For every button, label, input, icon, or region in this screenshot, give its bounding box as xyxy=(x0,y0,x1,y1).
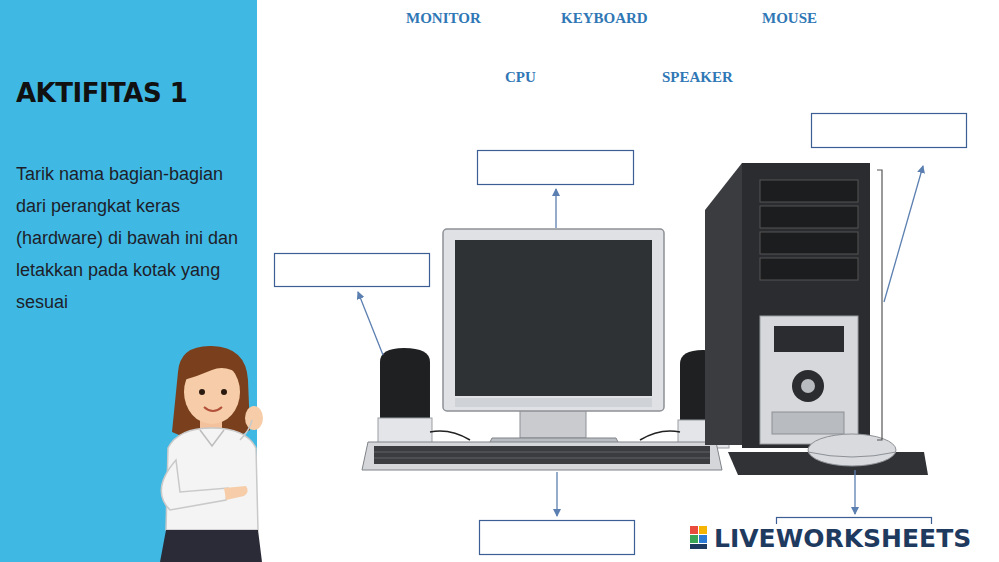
monitor xyxy=(443,229,664,450)
part-name: MOUSE xyxy=(762,10,817,27)
mouse xyxy=(728,434,928,475)
watermark-logo: LIVEWORKSHEETS xyxy=(712,524,973,553)
activity-title: AKTIFITAS 1 xyxy=(16,78,187,108)
part-name: MONITOR xyxy=(406,10,481,27)
instruction-text: Tarik nama bagian-bagian dari perangkat … xyxy=(16,158,248,318)
bracket xyxy=(877,170,882,440)
keyboard xyxy=(362,442,722,470)
speaker xyxy=(378,348,729,448)
cpu-tower xyxy=(705,163,870,448)
logo-icon xyxy=(690,526,707,549)
side-panel xyxy=(0,0,257,562)
answer-box xyxy=(275,114,967,555)
work-area xyxy=(257,0,999,562)
part-name: KEYBOARD xyxy=(561,10,648,27)
girl-figure xyxy=(160,346,263,562)
leader-arrow xyxy=(358,166,923,516)
part-name: SPEAKER xyxy=(662,69,733,86)
part-name: CPU xyxy=(505,69,536,86)
